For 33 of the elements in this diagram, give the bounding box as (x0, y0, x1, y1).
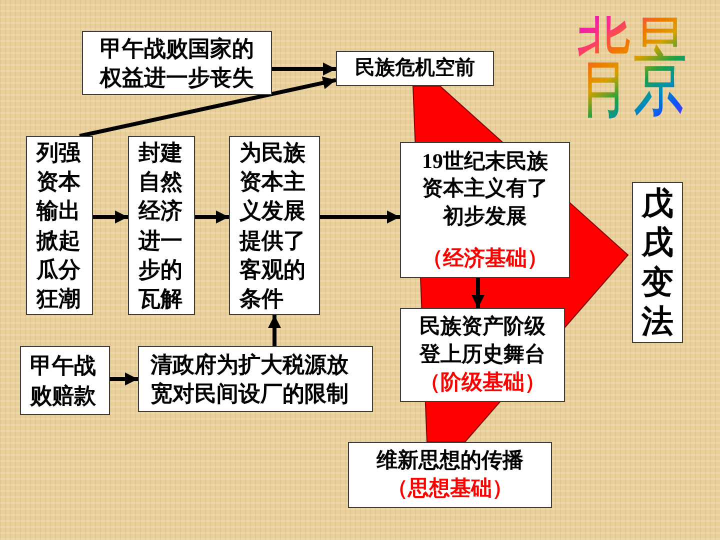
arrow (320, 210, 400, 224)
flow-box (229, 136, 320, 315)
box-text: 民族资产阶级登上历史舞台 (418, 313, 546, 368)
arrow (110, 372, 138, 386)
flow-box (138, 346, 373, 412)
result-box (632, 182, 683, 343)
box-text: 列强资本输出掀起瓜分狂潮 (36, 139, 82, 313)
flow-box (400, 308, 565, 402)
box-text: 维新思想的传播 (375, 447, 524, 474)
box-text: 甲午战败国家的权益进一步丧失 (98, 34, 255, 92)
flow-box (26, 136, 93, 315)
box-text: 戊戌变法 (642, 184, 674, 341)
arrow (79, 76, 336, 138)
arrow (195, 210, 229, 224)
box-text: 为民族资本主义发展提供了客观的条件 (240, 139, 306, 313)
arrow (268, 315, 281, 346)
basis-label: （阶级基础） (420, 368, 546, 396)
arrow (272, 62, 336, 76)
flow-box (128, 136, 195, 315)
box-text: 民族危机空前 (354, 56, 476, 82)
box-text: 清政府为扩大税源放宽对民间设厂的限制 (150, 350, 350, 408)
box-text: 甲午战败赔款 (30, 352, 97, 410)
arrow (472, 278, 484, 308)
basis-label: （经济基础） (422, 244, 548, 272)
basis-label: （思想基础） (387, 475, 513, 502)
flow-box (336, 51, 494, 86)
box-text: 封建自然经济进一步的瓦解 (138, 139, 184, 313)
flow-box (20, 346, 110, 415)
flow-box (400, 142, 570, 278)
flow-box (82, 31, 272, 95)
box-text: 19世纪末民族资本主义有了初步发展 (421, 148, 549, 230)
arrow (93, 210, 128, 224)
flow-box (348, 442, 552, 508)
